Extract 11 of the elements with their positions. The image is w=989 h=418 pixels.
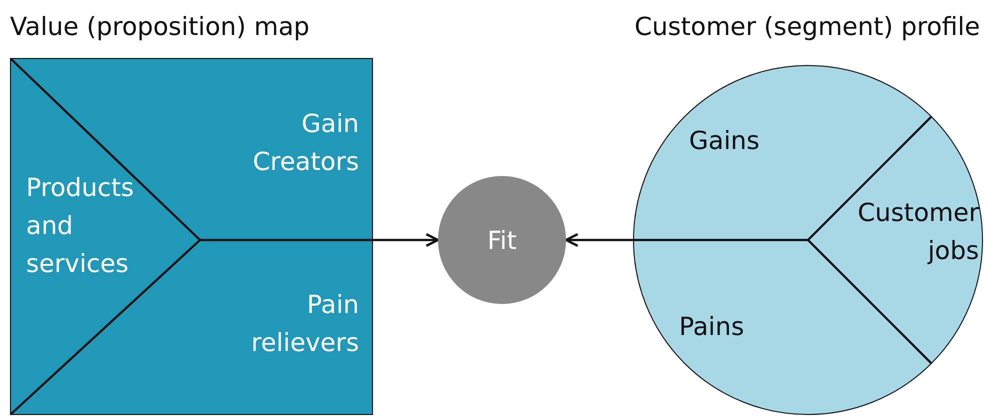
section-title: Value (proposition) map xyxy=(10,11,311,43)
section-label: Gains xyxy=(689,122,839,160)
fit-circle: Fit xyxy=(438,176,566,304)
section-label: Products and services xyxy=(26,169,151,283)
arrow xyxy=(373,233,440,247)
section-label: Gain Creators xyxy=(211,105,359,181)
arrow xyxy=(564,233,633,247)
section-label: Customer jobs xyxy=(834,194,979,270)
section-label: Pains xyxy=(679,308,829,346)
section-title: Customer (segment) profile xyxy=(634,11,980,43)
section-label: Pain relievers xyxy=(211,286,359,362)
